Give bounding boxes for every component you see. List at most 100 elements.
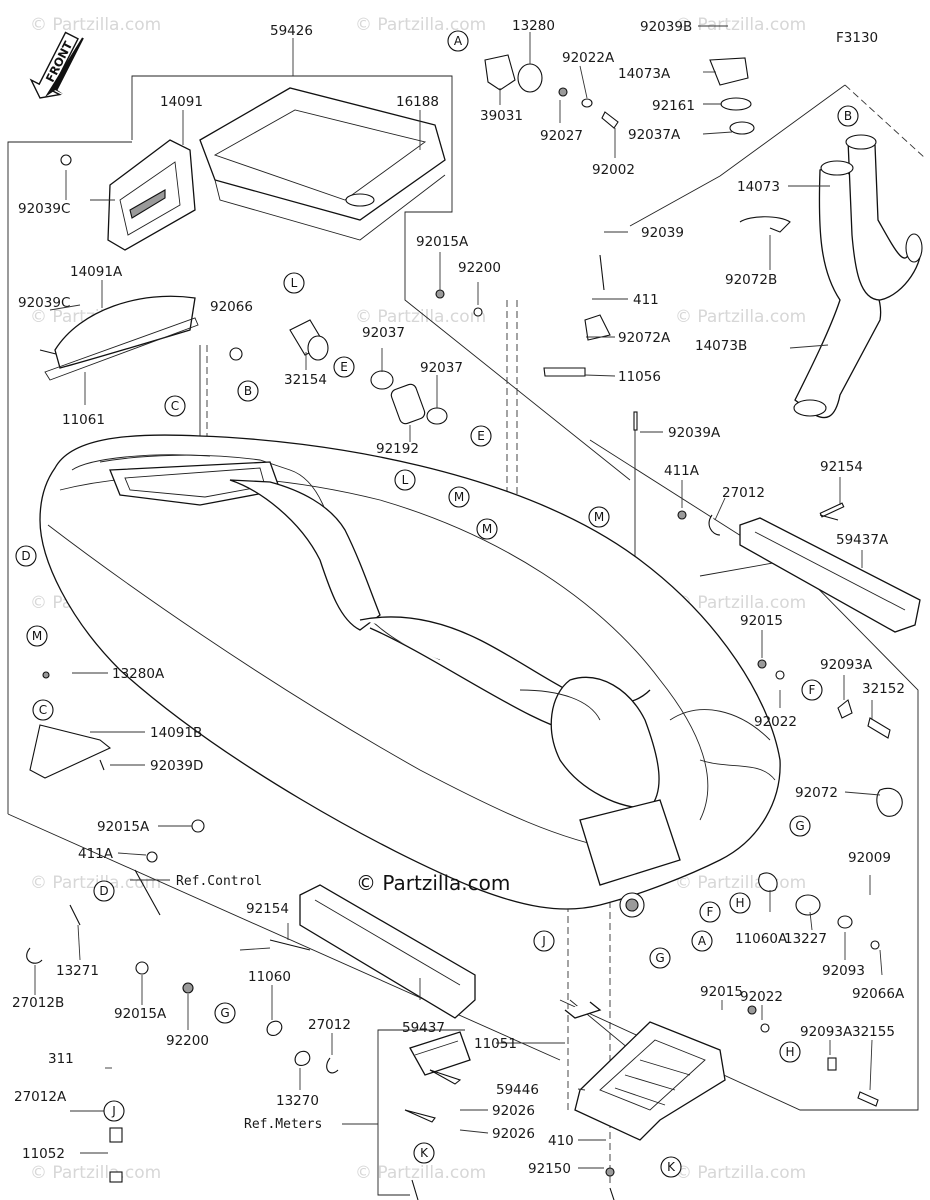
sponson-fin-parts (299, 517, 921, 1019)
callout-M: M (588, 506, 610, 528)
part-label: 13271 (56, 963, 99, 979)
part-label: 92154 (246, 901, 289, 917)
svg-text:M: M (454, 490, 464, 504)
part-label: 11051 (474, 1036, 517, 1052)
callout-F: F (699, 901, 721, 923)
svg-text:M: M (594, 510, 604, 524)
watermark-text: © Partzilla.com (675, 593, 806, 613)
part-label: 92072A (618, 330, 671, 346)
part-label: 92037 (420, 360, 463, 376)
part-label: 11052 (22, 1146, 65, 1162)
front-direction-arrow: FRONT (29, 31, 84, 99)
part-label: 92072 (795, 785, 838, 801)
svg-text:G: G (220, 1006, 229, 1020)
part-label: 411A (78, 846, 114, 862)
part-label: 92161 (652, 98, 695, 114)
callout-B: B (237, 380, 259, 402)
svg-text:K: K (667, 1160, 676, 1174)
svg-text:G: G (655, 951, 664, 965)
callout-M: M (448, 486, 470, 508)
part-label: 32154 (284, 372, 327, 388)
svg-text:B: B (844, 109, 852, 123)
callout-K: K (660, 1156, 682, 1178)
callout-C: C (32, 699, 54, 721)
part-label: 92002 (592, 162, 635, 178)
part-label: 14091B (150, 725, 202, 741)
leader-lines (34, 25, 883, 1169)
part-label: 92037A (628, 127, 681, 143)
part-label: 92066 (210, 299, 253, 315)
part-label: 92192 (376, 441, 419, 457)
part-label: 32155 (852, 1024, 895, 1040)
part-label: 92009 (848, 850, 891, 866)
part-label: 410 (548, 1133, 574, 1149)
part-label: 13270 (276, 1093, 319, 1109)
watermark-text: © Partzilla.com (675, 15, 806, 35)
svg-text:A: A (698, 934, 707, 948)
svg-text:D: D (99, 884, 108, 898)
callout-A: A (691, 930, 713, 952)
callout-M: M (26, 625, 48, 647)
part-label: 92026 (492, 1103, 535, 1119)
intake-grate-part (574, 1021, 726, 1141)
part-label: 92066A (852, 986, 905, 1002)
part-label: 14073A (618, 66, 671, 82)
part-label: 14073B (695, 338, 747, 354)
part-label: 92093 (822, 963, 865, 979)
callout-A: A (447, 30, 469, 52)
part-label: 92015A (114, 1006, 167, 1022)
part-label: 14073 (737, 179, 780, 195)
svg-text:H: H (785, 1045, 794, 1059)
hardware-parts (26, 54, 903, 1200)
watermark-text: © Partzilla.com (675, 873, 806, 893)
part-label: 27012 (308, 1017, 351, 1033)
part-label: 27012 (722, 485, 765, 501)
callout-B: B (837, 105, 859, 127)
part-label: 13280 (512, 18, 555, 34)
part-label: 27012B (12, 995, 64, 1011)
callout-H: H (729, 892, 751, 914)
ref-meters-note: Ref.Meters (244, 1117, 322, 1132)
part-label: 92037 (362, 325, 405, 341)
part-label: 92015A (97, 819, 150, 835)
svg-text:F: F (707, 905, 714, 919)
part-label: 92154 (820, 459, 863, 475)
part-label: 92150 (528, 1161, 571, 1177)
svg-text:G: G (795, 819, 804, 833)
part-label: 92039B (640, 19, 692, 35)
air-intake-hoses (793, 134, 923, 419)
part-label: 92200 (166, 1033, 209, 1049)
watermark-text: © Partzilla.com (675, 307, 806, 327)
part-label: 92039A (668, 425, 721, 441)
callout-E: E (333, 356, 355, 378)
watermark-text: © Partzilla.com (355, 15, 486, 35)
callout-C: C (164, 395, 186, 417)
part-label: 92015 (700, 984, 743, 1000)
part-label: 311 (48, 1051, 74, 1067)
part-label: 16188 (396, 94, 439, 110)
part-label: 11060A (735, 931, 788, 947)
callout-G: G (649, 947, 671, 969)
part-label: 92039 (641, 225, 684, 241)
part-label: 92026 (492, 1126, 535, 1142)
part-label: 27012A (14, 1089, 67, 1105)
part-label: 11061 (62, 412, 105, 428)
part-label: 39031 (480, 108, 523, 124)
callout-M: M (476, 518, 498, 540)
svg-text:C: C (39, 703, 47, 717)
watermark-text: © Partzilla.com (30, 15, 161, 35)
watermark-text: © Partzilla.com (355, 1163, 486, 1183)
svg-text:D: D (21, 549, 30, 563)
callout-F: F (801, 679, 823, 701)
hatch-cover-part (44, 295, 199, 381)
svg-text:E: E (477, 429, 485, 443)
part-label: 92093A (820, 657, 873, 673)
svg-text:H: H (735, 896, 744, 910)
storage-bin-part (199, 87, 446, 241)
part-label: 13227 (784, 931, 827, 947)
figure-code: F3130 (836, 30, 878, 46)
hardware-group-bracket (377, 1029, 465, 1196)
part-label: 92072B (725, 272, 777, 288)
